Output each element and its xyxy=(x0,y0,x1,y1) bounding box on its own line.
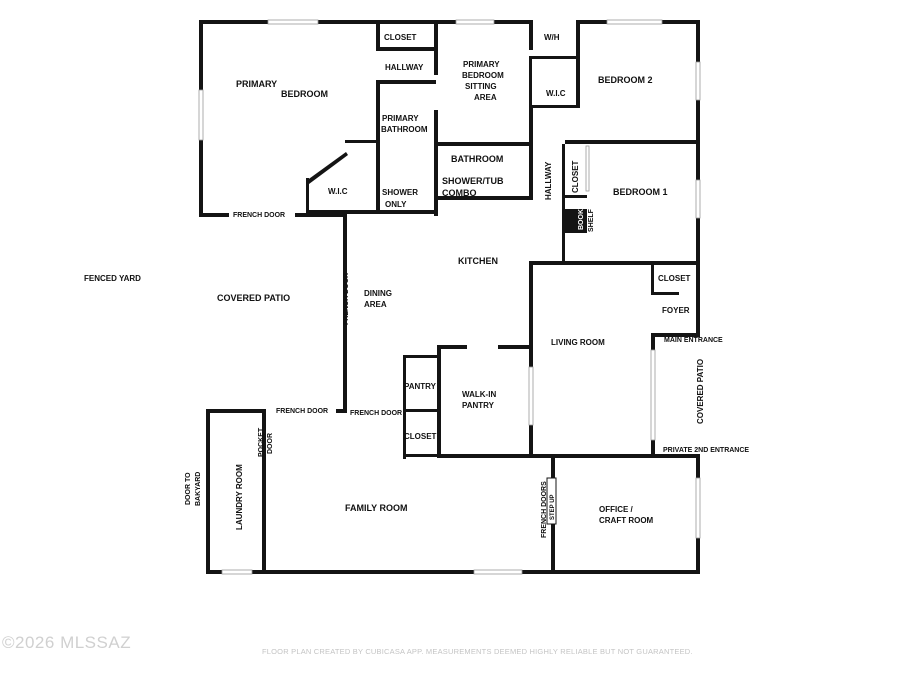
label-sitting-area: BEDROOM xyxy=(462,71,504,80)
step-up-marker xyxy=(546,477,557,525)
label-walkin-pantry: WALK-IN xyxy=(462,390,496,399)
label-closet-foyer: CLOSET xyxy=(658,274,691,283)
label-shower-only: SHOWER xyxy=(382,188,418,197)
label-french-door-dining: FRENCH DOOR xyxy=(343,273,350,325)
label-door-to-backyard: BAKYARD xyxy=(195,472,202,506)
label-covered-patio-right: COVERED PATIO xyxy=(696,359,705,424)
label-shower-tub: SHOWER/TUB xyxy=(442,176,504,186)
door-labels: FRENCH DOOR FRENCH DOOR FRENCH DOOR FREN… xyxy=(185,212,749,538)
label-primary-bathroom: BATHROOM xyxy=(381,125,428,134)
label-bathroom: BATHROOM xyxy=(451,154,503,164)
label-french-doors-office: FRENCH DOORS xyxy=(541,481,548,538)
label-bedroom-1: BEDROOM 1 xyxy=(613,187,668,197)
label-covered-patio: COVERED PATIO xyxy=(217,293,290,303)
watermark: ©2026 MLSSAZ xyxy=(2,633,132,652)
label-hallway-top: HALLWAY xyxy=(385,63,424,72)
floorplan-credit: FLOOR PLAN CREATED BY CUBICASA APP. MEAS… xyxy=(262,647,693,656)
label-primary-bathroom: PRIMARY xyxy=(382,114,419,123)
label-french-door-primary: FRENCH DOOR xyxy=(233,212,285,219)
label-hallway-vertical: HALLWAY xyxy=(544,161,553,200)
room-labels: PRIMARY BEDROOM CLOSET HALLWAY PRIMARY B… xyxy=(84,33,705,530)
label-book-shelf: SHELF xyxy=(588,208,595,232)
label-fenced-yard: FENCED YARD xyxy=(84,274,141,283)
windows xyxy=(198,19,701,575)
label-closet-pantry: CLOSET xyxy=(404,432,437,441)
label-pocket-door: DOOR xyxy=(267,433,274,454)
label-office: OFFICE / xyxy=(599,505,634,514)
label-sitting-area: SITTING xyxy=(465,82,497,91)
label-laundry-room: LAUNDRY ROOM xyxy=(235,464,244,530)
label-book-shelf: BOOK xyxy=(578,209,585,230)
label-office: CRAFT ROOM xyxy=(599,516,654,525)
label-shower-only: ONLY xyxy=(385,200,407,209)
label-kitchen: KITCHEN xyxy=(458,256,498,266)
label-french-door-family-right: FRENCH DOOR xyxy=(350,410,402,417)
label-main-entrance: MAIN ENTRANCE xyxy=(664,337,723,344)
label-primary-bedroom: PRIMARY xyxy=(236,79,277,89)
label-sitting-area: AREA xyxy=(474,93,497,102)
label-french-door-family-left: FRENCH DOOR xyxy=(276,408,328,415)
label-pantry: PANTRY xyxy=(404,382,437,391)
label-shower-tub: COMBO xyxy=(442,188,477,198)
label-water-heater: W/H xyxy=(544,33,560,42)
label-dining-area: DINING xyxy=(364,289,392,298)
label-door-to-backyard: DOOR TO xyxy=(185,472,192,505)
label-private-entrance: PRIVATE 2ND ENTRANCE xyxy=(663,447,749,454)
label-bedroom-2: BEDROOM 2 xyxy=(598,75,653,85)
label-pocket-door: POCKET xyxy=(258,427,265,457)
label-wic-top: W.I.C xyxy=(546,89,566,98)
label-wic-primary: W.I.C xyxy=(328,187,348,196)
label-closet-top: CLOSET xyxy=(384,33,417,42)
label-primary-bedroom: BEDROOM xyxy=(281,89,328,99)
label-living-room: LIVING ROOM xyxy=(551,338,605,347)
label-foyer: FOYER xyxy=(662,306,690,315)
label-dining-area: AREA xyxy=(364,300,387,309)
label-family-room: FAMILY ROOM xyxy=(345,503,408,513)
label-closet-vertical: CLOSET xyxy=(571,160,580,193)
label-step-up: STEP UP xyxy=(550,494,556,520)
label-walkin-pantry: PANTRY xyxy=(462,401,495,410)
label-sitting-area: PRIMARY xyxy=(463,60,500,69)
